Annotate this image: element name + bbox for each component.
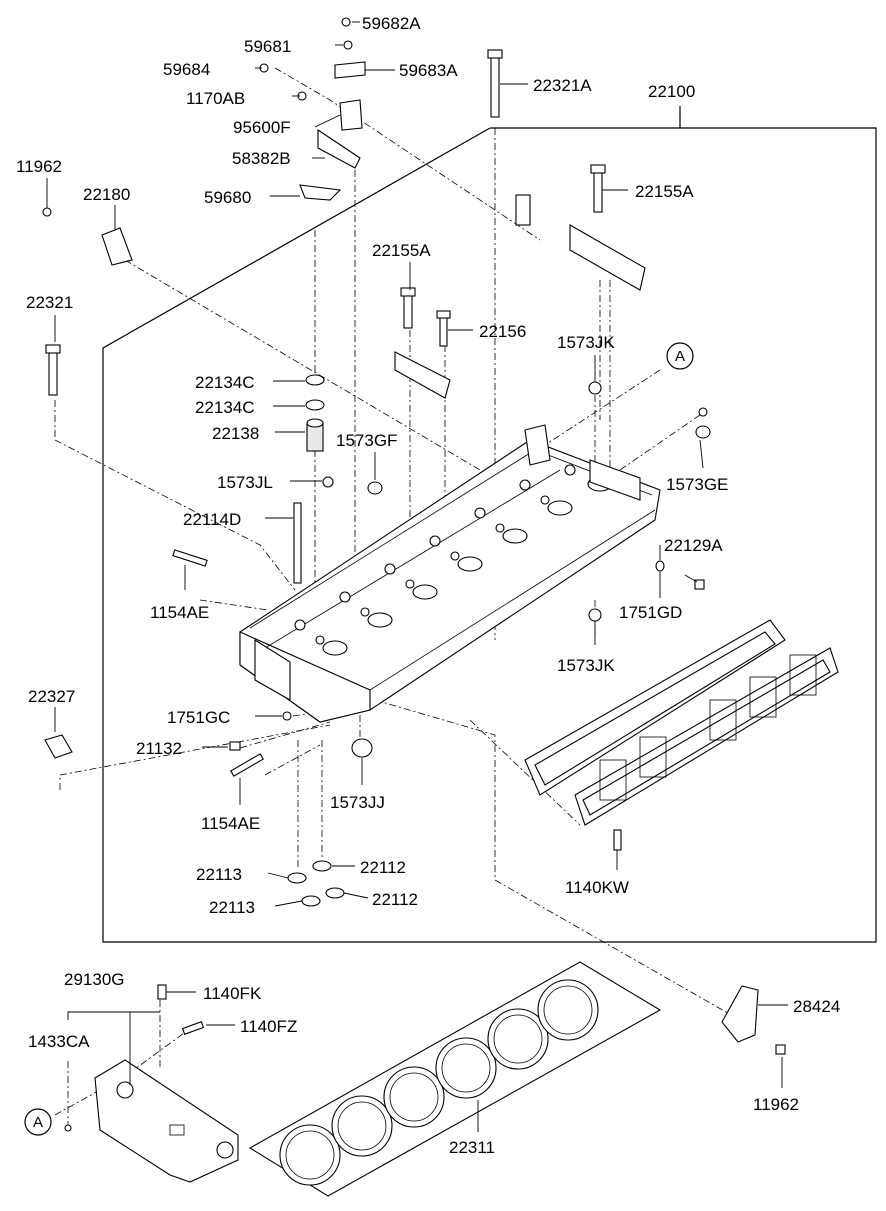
label-22155A-mid: 22155A <box>372 241 431 260</box>
label-95600F: 95600F <box>233 118 291 137</box>
cylinder-head-frame <box>102 106 877 943</box>
label-22155A-right: 22155A <box>635 182 694 201</box>
label-22138: 22138 <box>212 424 259 443</box>
label-59683A: 59683A <box>399 61 458 80</box>
callout-a-top-label: A <box>675 348 685 365</box>
label-22129A: 22129A <box>664 536 723 555</box>
label-1140FK: 1140FK <box>203 984 262 1003</box>
label-22321: 22321 <box>26 293 73 312</box>
label-1170AB: 1170AB <box>186 89 245 108</box>
label-1154AE-bottom: 1154AE <box>201 814 260 833</box>
label-1573JJ: 1573JJ <box>330 793 385 812</box>
label-1573JK-bottom: 1573JK <box>557 656 615 675</box>
front-cover <box>94 1059 239 1183</box>
label-11962-top: 11962 <box>16 157 62 176</box>
label-22134C-b: 22134C <box>195 398 255 417</box>
label-22112-b: 22112 <box>372 890 418 909</box>
label-58382B: 58382B <box>232 149 291 168</box>
small-parts <box>42 17 786 1132</box>
label-22180: 22180 <box>83 185 130 204</box>
gasket-ports <box>599 654 817 801</box>
label-22113-b: 22113 <box>209 898 255 917</box>
label-59682A: 59682A <box>362 14 421 33</box>
cylinder-head <box>239 424 661 723</box>
callout-a-bottom: A <box>24 1108 52 1136</box>
label-28424: 28424 <box>793 997 840 1016</box>
leader-lines <box>46 21 788 1132</box>
label-1573GE: 1573GE <box>666 475 728 494</box>
label-1573JL: 1573JL <box>217 473 273 492</box>
callout-a-bottom-label: A <box>33 1114 43 1131</box>
label-1751GC: 1751GC <box>167 708 230 727</box>
label-22311: 22311 <box>449 1138 495 1157</box>
valve-ports <box>294 464 576 645</box>
label-59680: 59680 <box>204 188 251 207</box>
callout-a-top: A <box>666 342 694 370</box>
label-1140KW: 1140KW <box>565 878 629 897</box>
manifold-gaskets <box>524 619 839 826</box>
label-1573JK-top: 1573JK <box>557 333 615 352</box>
label-59684: 59684 <box>163 60 210 79</box>
label-59681: 59681 <box>244 37 291 56</box>
label-22112-a: 22112 <box>360 858 406 877</box>
alignment-lines <box>54 67 741 1128</box>
label-29130G: 29130G <box>64 970 125 989</box>
label-22100: 22100 <box>648 82 695 101</box>
label-22321A: 22321A <box>533 76 592 95</box>
label-1573GF: 1573GF <box>336 431 397 450</box>
label-1433CA: 1433CA <box>28 1032 90 1051</box>
part-labels: 59682A 59681 59684 59683A 1170AB 22321A … <box>16 14 840 1157</box>
label-22156: 22156 <box>479 322 526 341</box>
label-1140FZ: 1140FZ <box>240 1017 297 1036</box>
label-22114D: 22114D <box>183 510 241 529</box>
label-11962-bottom: 11962 <box>753 1095 799 1114</box>
label-21132: 21132 <box>136 739 182 758</box>
label-22113-a: 22113 <box>196 865 242 884</box>
head-gasket <box>248 961 662 1197</box>
label-1751GD: 1751GD <box>619 603 682 622</box>
label-22134C-a: 22134C <box>195 373 255 392</box>
label-22327: 22327 <box>28 687 75 706</box>
label-1154AE-top: 1154AE <box>150 603 209 622</box>
